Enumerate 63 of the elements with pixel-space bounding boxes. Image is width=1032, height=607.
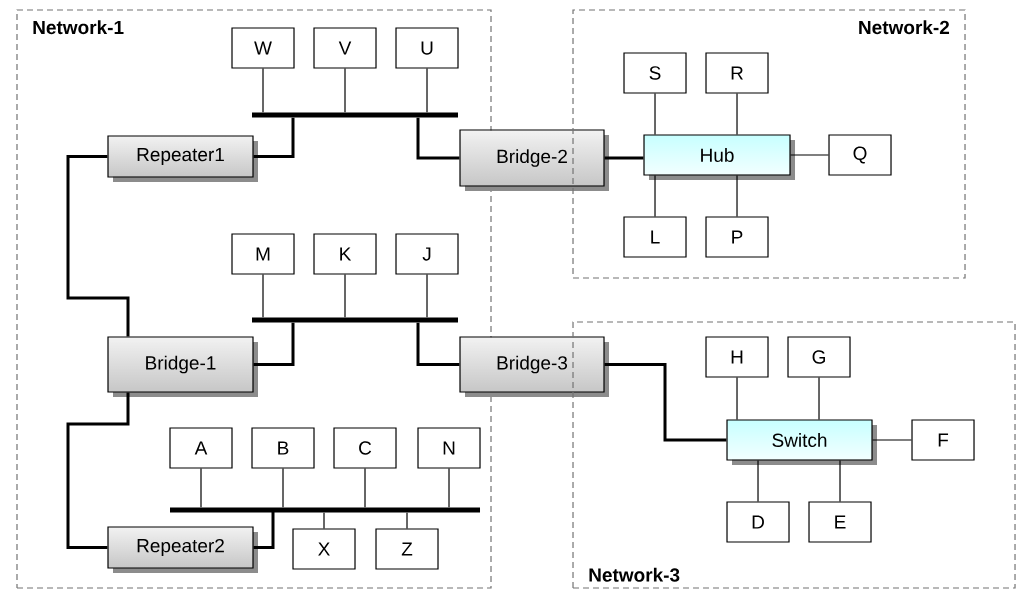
cable-line bbox=[253, 322, 295, 366]
bridge-box: Bridge-1 bbox=[107, 336, 258, 397]
bridge-box: Bridge-3 bbox=[459, 336, 609, 397]
cable-line bbox=[736, 93, 738, 135]
device-box: L bbox=[623, 216, 687, 258]
device-box: F bbox=[911, 419, 975, 461]
cable-line bbox=[66, 155, 130, 337]
cable-line bbox=[426, 68, 428, 113]
hub-box: Hub bbox=[643, 134, 795, 180]
cable-line bbox=[253, 117, 295, 158]
network-label: Network-2 bbox=[859, 20, 950, 35]
cable-line bbox=[406, 512, 408, 529]
device-box: C bbox=[333, 427, 397, 469]
cable-line bbox=[426, 274, 428, 318]
device-box: R bbox=[705, 52, 769, 94]
device-box: S bbox=[623, 52, 687, 94]
cable-line bbox=[344, 274, 346, 318]
cable-line bbox=[200, 468, 202, 508]
cable-line bbox=[364, 468, 366, 508]
cable-line bbox=[839, 460, 841, 502]
network-label: Network-1 bbox=[33, 20, 124, 35]
network-label: Network-3 bbox=[589, 567, 680, 582]
device-box: B bbox=[251, 427, 315, 469]
cable-line bbox=[66, 392, 130, 549]
device-box: U bbox=[395, 27, 459, 69]
cable-line bbox=[736, 175, 738, 217]
repeater-box: Repeater2 bbox=[107, 526, 258, 573]
device-box: J bbox=[395, 233, 459, 275]
cable-line bbox=[262, 68, 264, 113]
device-box: G bbox=[787, 336, 851, 378]
switch-box: Switch bbox=[726, 419, 877, 465]
cable-line bbox=[448, 468, 450, 508]
device-box: E bbox=[808, 501, 872, 543]
device-box: X bbox=[292, 528, 356, 570]
device-box: H bbox=[705, 336, 769, 378]
cable-line bbox=[416, 322, 460, 366]
cable-line bbox=[253, 510, 275, 549]
device-box: A bbox=[169, 427, 233, 469]
cable-line bbox=[790, 154, 829, 156]
cable-line bbox=[818, 377, 820, 420]
repeater-box: Repeater1 bbox=[107, 135, 258, 182]
cable-line bbox=[736, 377, 738, 420]
device-box: V bbox=[313, 27, 377, 69]
cable-line bbox=[654, 93, 656, 135]
cable-line bbox=[323, 512, 325, 529]
cable-line bbox=[872, 439, 912, 441]
device-box: M bbox=[231, 233, 295, 275]
cable-line bbox=[604, 156, 644, 160]
cable-line bbox=[416, 117, 460, 160]
cable-line bbox=[344, 68, 346, 113]
device-box: Z bbox=[375, 528, 439, 570]
device-box: P bbox=[705, 216, 769, 258]
cable-line bbox=[604, 363, 727, 442]
cable-line bbox=[757, 460, 759, 502]
device-box: N bbox=[417, 427, 481, 469]
cable-line bbox=[282, 468, 284, 508]
bridge-box: Bridge-2 bbox=[459, 129, 609, 191]
device-box: Q bbox=[828, 134, 892, 176]
cable-line bbox=[262, 274, 264, 318]
cable-line bbox=[654, 175, 656, 217]
device-box: W bbox=[231, 27, 295, 69]
device-box: K bbox=[313, 233, 377, 275]
device-box: D bbox=[726, 501, 790, 543]
